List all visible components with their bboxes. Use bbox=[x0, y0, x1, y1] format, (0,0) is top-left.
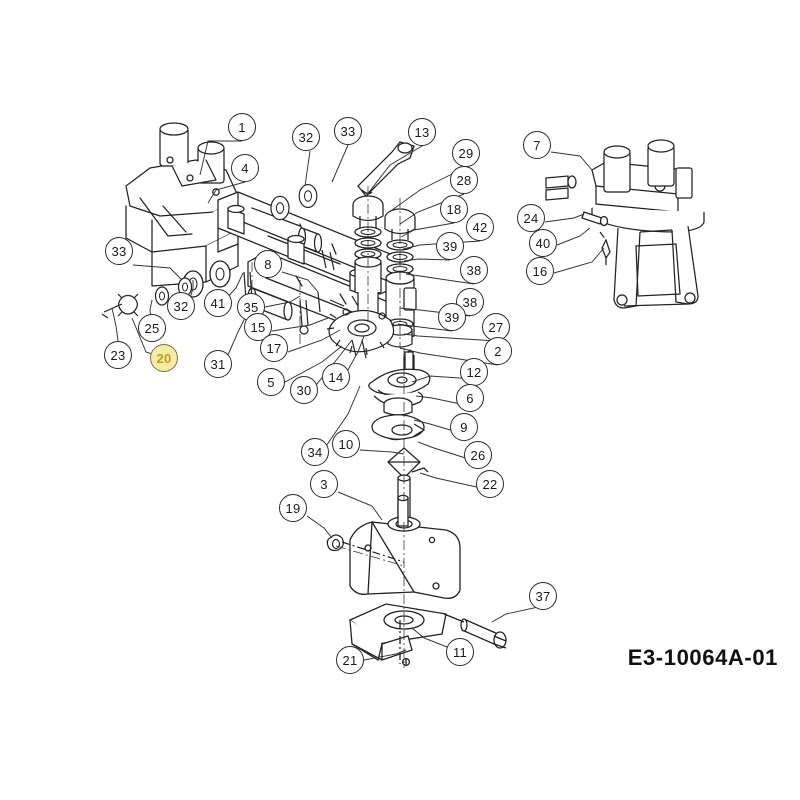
callout-bubble-32[interactable]: 32 bbox=[292, 123, 320, 151]
callout-bubble-7[interactable]: 7 bbox=[523, 131, 551, 159]
callout-bubble-39[interactable]: 39 bbox=[436, 232, 464, 260]
leader-line bbox=[417, 441, 479, 463]
leader-line bbox=[199, 140, 242, 176]
callout-bubble-5[interactable]: 5 bbox=[257, 368, 285, 396]
callout-bubble-39[interactable]: 39 bbox=[438, 303, 466, 331]
callout-bubble-21[interactable]: 21 bbox=[336, 646, 364, 674]
leader-line bbox=[343, 335, 365, 378]
callout-bubble-6[interactable]: 6 bbox=[456, 384, 484, 412]
leader-line bbox=[397, 323, 453, 332]
leader-line bbox=[411, 375, 475, 383]
leader-line bbox=[311, 339, 353, 391]
callout-bubble-2[interactable]: 2 bbox=[484, 337, 512, 365]
leader-line bbox=[400, 222, 455, 238]
leader-line bbox=[207, 181, 246, 204]
callout-bubble-3[interactable]: 3 bbox=[310, 470, 338, 498]
leader-line bbox=[419, 472, 491, 491]
callout-bubble-38[interactable]: 38 bbox=[460, 256, 488, 284]
callout-bubble-20[interactable]: 20 bbox=[150, 344, 178, 372]
leader-line bbox=[363, 649, 407, 661]
leader-line bbox=[281, 271, 319, 293]
leader-line bbox=[331, 144, 349, 183]
callout-bubble-4[interactable]: 4 bbox=[231, 154, 259, 182]
callout-bubble-16[interactable]: 16 bbox=[526, 257, 554, 285]
leader-line bbox=[405, 273, 475, 285]
leader-line bbox=[132, 264, 183, 281]
callout-bubble-19[interactable]: 19 bbox=[279, 494, 307, 522]
lower-bracket bbox=[349, 494, 461, 599]
callout-bubble-24[interactable]: 24 bbox=[517, 204, 545, 232]
base-plate-assembly bbox=[348, 603, 507, 667]
callout-bubble-33[interactable]: 33 bbox=[334, 117, 362, 145]
callout-bubble-17[interactable]: 17 bbox=[260, 334, 288, 362]
leader-line bbox=[306, 515, 333, 539]
callout-bubble-31[interactable]: 31 bbox=[204, 350, 232, 378]
center-lines bbox=[251, 186, 405, 668]
right-frame-assembly bbox=[545, 139, 705, 309]
callout-bubble-10[interactable]: 10 bbox=[332, 430, 360, 458]
callout-bubble-41[interactable]: 41 bbox=[204, 289, 232, 317]
leader-line bbox=[403, 333, 497, 342]
callout-bubble-32[interactable]: 32 bbox=[167, 292, 195, 320]
callout-bubble-25[interactable]: 25 bbox=[138, 314, 166, 342]
leader-line bbox=[287, 329, 341, 353]
callout-bubble-38[interactable]: 38 bbox=[456, 288, 484, 316]
left-hardware-column bbox=[101, 183, 318, 319]
hub-gear-cluster bbox=[326, 295, 395, 356]
callout-bubble-30[interactable]: 30 bbox=[290, 376, 318, 404]
leader-line bbox=[337, 491, 383, 521]
callout-bubble-9[interactable]: 9 bbox=[450, 413, 478, 441]
callout-bubble-37[interactable]: 37 bbox=[529, 582, 557, 610]
leader-line bbox=[264, 295, 301, 308]
callout-bubble-29[interactable]: 29 bbox=[452, 139, 480, 167]
callout-bubble-22[interactable]: 22 bbox=[476, 470, 504, 498]
leader-line bbox=[403, 258, 451, 262]
leader-line bbox=[271, 317, 329, 332]
callout-bubble-18[interactable]: 18 bbox=[440, 195, 468, 223]
callout-bubble-33[interactable]: 33 bbox=[105, 237, 133, 265]
leader-line bbox=[321, 385, 361, 453]
callout-bubble-34[interactable]: 34 bbox=[301, 438, 329, 466]
callout-bubble-8[interactable]: 8 bbox=[254, 250, 282, 278]
leader-line bbox=[544, 213, 585, 223]
callout-bubble-27[interactable]: 27 bbox=[482, 313, 510, 341]
callout-bubble-12[interactable]: 12 bbox=[460, 358, 488, 386]
bolt-13 bbox=[357, 141, 415, 197]
callout-bubble-1[interactable]: 1 bbox=[228, 113, 256, 141]
leader-line bbox=[359, 449, 405, 455]
leader-line bbox=[556, 227, 591, 246]
leader-line bbox=[365, 145, 423, 197]
callout-bubble-13[interactable]: 13 bbox=[408, 118, 436, 146]
callout-bubble-40[interactable]: 40 bbox=[529, 229, 557, 257]
leader-line bbox=[304, 150, 311, 187]
callout-bubble-26[interactable]: 26 bbox=[464, 441, 492, 469]
leader-line bbox=[550, 151, 593, 171]
leader-line bbox=[491, 605, 544, 623]
callout-bubble-42[interactable]: 42 bbox=[466, 213, 494, 241]
callout-bubble-11[interactable]: 11 bbox=[446, 638, 474, 666]
part-number-label: E3-10064A-01 bbox=[627, 645, 778, 670]
leader-line bbox=[284, 345, 343, 383]
leader-line bbox=[553, 247, 605, 274]
callout-bubble-14[interactable]: 14 bbox=[322, 363, 350, 391]
callout-bubble-23[interactable]: 23 bbox=[104, 341, 132, 369]
callout-bubble-28[interactable]: 28 bbox=[450, 166, 478, 194]
